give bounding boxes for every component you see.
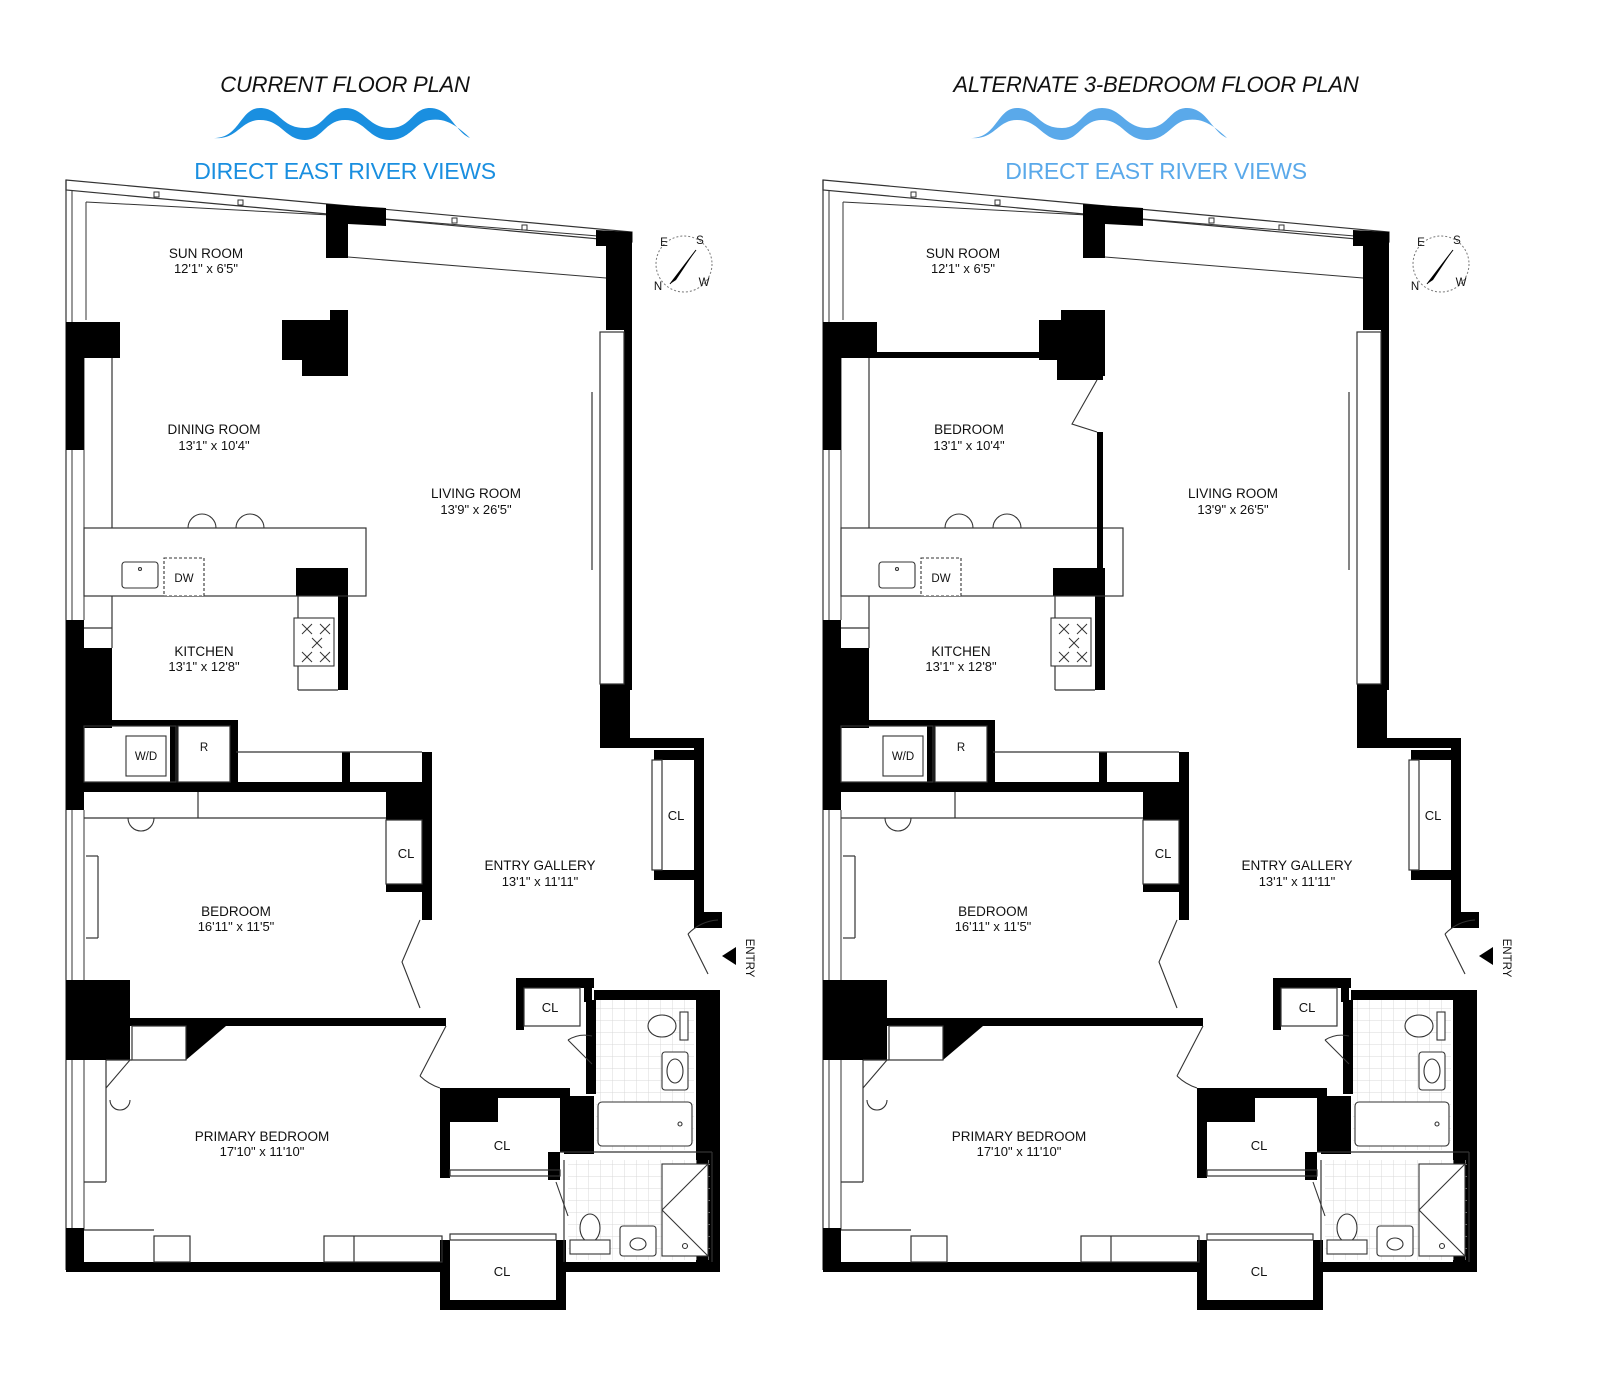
alternate-floor-plan: ALTERNATE 3-BEDROOM FLOOR PLAN DIRECT EA…: [778, 0, 1578, 1393]
current-plan-drawing: N E S W SUN ROOM 12'1" x 6'5" DINING ROO…: [65, 108, 755, 1311]
washer-dryer-label: W/D: [892, 751, 914, 763]
dishwasher-label: DW: [174, 573, 193, 585]
closet-label: CL: [398, 846, 415, 861]
bedroom-dim: 16'11" x 11'5": [955, 919, 1032, 934]
plan-title: ALTERNATE 3-BEDROOM FLOOR PLAN: [953, 72, 1359, 97]
sun-room-dim: 12'1" x 6'5": [174, 261, 238, 276]
current-floor-plan: CURRENT FLOOR PLAN DIRECT EAST RIVER VIE…: [194, 72, 496, 184]
dining-room-label: DINING ROOM: [168, 422, 261, 437]
primary-bedroom-dim: 17'10" x 11'10": [977, 1144, 1062, 1159]
entry-gallery-label: ENTRY GALLERY: [1241, 858, 1352, 873]
svg-text:S: S: [1453, 235, 1461, 247]
closet-label: CL: [1425, 808, 1442, 823]
primary-bedroom-dim: 17'10" x 11'10": [220, 1144, 305, 1159]
views-label: DIRECT EAST RIVER VIEWS: [194, 158, 496, 184]
new-bedroom-walls: [839, 310, 1103, 568]
third-bedroom-label: BEDROOM: [934, 422, 1004, 437]
washer-dryer-label: W/D: [135, 751, 157, 763]
sun-room-dim: 12'1" x 6'5": [931, 261, 995, 276]
sun-room-label: SUN ROOM: [926, 246, 1000, 261]
entry-label: ENTRY: [1500, 939, 1512, 978]
bedroom-label: BEDROOM: [958, 904, 1028, 919]
bedroom-label: BEDROOM: [201, 904, 271, 919]
dishwasher-label: DW: [931, 573, 950, 585]
living-room-dim: 13'9" x 26'5": [1197, 502, 1269, 517]
water-wave-icon: [971, 108, 1227, 140]
svg-text:S: S: [696, 235, 704, 247]
entry-gallery-dim: 13'1" x 11'11": [502, 874, 579, 889]
closet-label: CL: [1251, 1138, 1268, 1153]
refrigerator-label: R: [957, 742, 965, 754]
sun-room-label: SUN ROOM: [169, 246, 243, 261]
entry-gallery-label: ENTRY GALLERY: [484, 858, 595, 873]
water-wave-icon: [214, 108, 470, 140]
closet-label: CL: [1299, 1000, 1316, 1015]
primary-bedroom-label: PRIMARY BEDROOM: [952, 1129, 1087, 1144]
entry-gallery-dim: 13'1" x 11'11": [1259, 874, 1336, 889]
dining-room-dim: 13'1" x 10'4": [178, 438, 250, 453]
plan-title: CURRENT FLOOR PLAN: [220, 72, 470, 97]
svg-text:N: N: [1411, 281, 1419, 293]
svg-text:N: N: [654, 281, 662, 293]
closet-label: CL: [1155, 846, 1172, 861]
compass-icon: N E S W: [654, 235, 713, 293]
closet-label: CL: [494, 1264, 511, 1279]
living-room-dim: 13'9" x 26'5": [440, 502, 512, 517]
primary-bedroom-label: PRIMARY BEDROOM: [195, 1129, 330, 1144]
closet-label: CL: [1251, 1264, 1268, 1279]
svg-text:W: W: [699, 277, 710, 289]
alternate-plan-drawing: N E S W SUN ROOM 12'1" x 6'5" BEDROOM 13…: [822, 108, 1512, 1311]
views-label: DIRECT EAST RIVER VIEWS: [1005, 158, 1307, 184]
third-bedroom-dim: 13'1" x 10'4": [933, 438, 1005, 453]
svg-text:E: E: [660, 237, 668, 249]
svg-text:W: W: [1456, 277, 1467, 289]
closet-label: CL: [494, 1138, 511, 1153]
living-room-label: LIVING ROOM: [1188, 486, 1278, 501]
closet-label: CL: [668, 808, 685, 823]
closet-label: CL: [542, 1000, 559, 1015]
kitchen-label: KITCHEN: [931, 644, 990, 659]
refrigerator-label: R: [200, 742, 208, 754]
bedroom-dim: 16'11" x 11'5": [198, 919, 275, 934]
kitchen-label: KITCHEN: [174, 644, 233, 659]
kitchen-dim: 13'1" x 12'8": [925, 659, 997, 674]
kitchen-dim: 13'1" x 12'8": [168, 659, 240, 674]
svg-text:E: E: [1417, 237, 1425, 249]
compass-icon: N E S W: [1411, 235, 1470, 293]
living-room-label: LIVING ROOM: [431, 486, 521, 501]
entry-label: ENTRY: [743, 939, 755, 978]
